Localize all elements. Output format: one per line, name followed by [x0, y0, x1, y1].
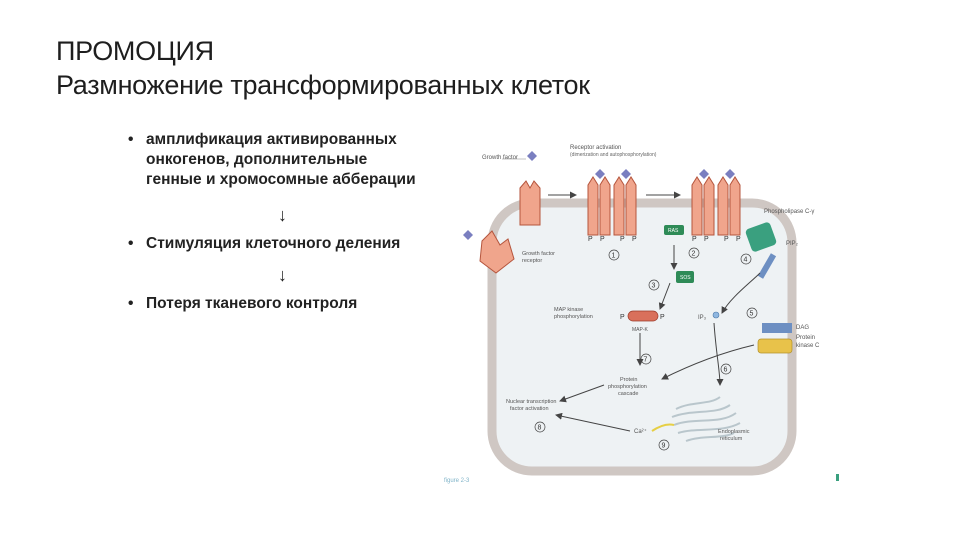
step-4: 4: [744, 257, 748, 264]
bullet-text-3: Потеря тканевого контроля: [146, 295, 358, 312]
pkc-label-2: kinase C: [796, 343, 820, 349]
figure-corner-mark: [836, 474, 839, 481]
ip3-icon: [712, 311, 720, 319]
er-label-1: Endoplasmic: [718, 429, 750, 435]
ras-icon: [664, 225, 684, 235]
arrow: [713, 322, 724, 386]
bullet-marker: •: [128, 235, 134, 252]
dag-label: DAG: [796, 325, 809, 331]
growth-factor-icon: [463, 230, 473, 240]
cell-membrane: [487, 198, 797, 476]
endoplasmic-reticulum-icon: [671, 396, 741, 442]
receptor-activation-sublabel: (dimerization and autophosphorylation): [570, 152, 657, 158]
figure-caption: figure 2-3: [444, 478, 470, 484]
dag-icon: [762, 323, 792, 333]
step-2: 2: [692, 251, 696, 258]
phospho-label: P: [632, 236, 637, 243]
down-arrow-2: ↓: [278, 265, 287, 285]
growth-factor-receptor-icon: [479, 230, 515, 274]
title-line-1: ПРОМОЦИЯ: [56, 36, 214, 66]
gf-receptor-label-2: receptor: [522, 258, 542, 264]
phospholipase-label: Phospholipase C-γ: [764, 209, 814, 215]
bullet-item-2: • Стимуляция клеточного деления: [126, 234, 426, 254]
growth-factor-icon: [527, 151, 537, 161]
map-kinase-label-2: phosphorylation: [554, 314, 593, 320]
phospho-label: P: [600, 236, 605, 243]
ip3-label: IP₃: [698, 315, 707, 321]
slide-title: ПРОМОЦИЯ Размножение трансформированных …: [56, 34, 590, 102]
bullet-text-2: Стимуляция клеточного деления: [146, 235, 401, 252]
protein-kinase-c-icon: [757, 338, 793, 354]
phospho-label: P: [736, 236, 741, 243]
map-kinase-icon: [627, 310, 659, 322]
arrow: [555, 412, 631, 432]
er-label-2: reticulum: [720, 436, 743, 442]
pkc-label-1: Protein: [796, 335, 815, 341]
phospho-label: P: [588, 236, 593, 243]
step-9: 9: [662, 443, 666, 450]
cascade-label-2: phosphorylation: [608, 384, 647, 390]
calcium-release-icon: [651, 423, 675, 432]
arrow: [658, 282, 671, 310]
bullet-marker: •: [128, 295, 134, 312]
ca-label: Ca²⁺: [634, 428, 647, 435]
signal-transduction-figure: Growth factor Receptor activation (dimer…: [430, 133, 842, 493]
step-1: 1: [612, 253, 616, 260]
bullet-text-1: амплификация активированных онкогенов, д…: [146, 131, 416, 188]
nuclear-label-1: Nuclear transcription: [506, 399, 556, 405]
cascade-label-3: cascade: [618, 391, 639, 397]
bullet-list: • амплификация активированных онкогенов,…: [126, 130, 426, 314]
gf-receptor-label-1: Growth factor: [522, 251, 555, 257]
phospho-label: P: [724, 236, 729, 243]
phospho-label: P: [660, 314, 665, 321]
phospho-label: P: [704, 236, 709, 243]
pip2-icon: [757, 253, 777, 279]
receptor-monomer-icon: [519, 180, 541, 226]
ras-label: RAS: [668, 228, 679, 234]
receptor-dimer-2: [691, 169, 741, 236]
pip2-label: PIP₂: [786, 241, 799, 247]
step-5: 5: [750, 311, 754, 318]
phospholipase-icon: [745, 222, 777, 252]
cascade-label-1: Protein: [620, 377, 637, 383]
sos-label: SOS: [680, 275, 691, 281]
growth-factor-label: Growth factor: [482, 155, 518, 161]
down-arrow-1: ↓: [278, 205, 287, 225]
bullet-item-1: • амплификация активированных онкогенов,…: [126, 130, 426, 190]
mapk-label: MAP-K: [632, 327, 649, 333]
map-kinase-label-1: MAP kinase: [554, 307, 583, 313]
step-markers: [534, 247, 758, 451]
bullet-item-3: • Потеря тканевого контроля: [126, 294, 426, 314]
phospho-label: P: [692, 236, 697, 243]
step-3: 3: [652, 283, 656, 290]
title-line-2: Размножение трансформированных клеток: [56, 70, 590, 100]
sos-icon: [676, 271, 694, 283]
step-8: 8: [538, 425, 542, 432]
phospho-label: P: [620, 236, 625, 243]
phospho-label: P: [620, 314, 625, 321]
arrow: [661, 344, 755, 380]
step-6: 6: [724, 367, 728, 374]
nuclear-label-2: factor activation: [510, 406, 549, 412]
arrow: [559, 384, 605, 403]
receptor-activation-label: Receptor activation: [570, 145, 621, 151]
receptor-dimer-1: [587, 169, 637, 236]
bullet-marker: •: [128, 131, 134, 148]
arrow: [721, 272, 761, 314]
step-7: 7: [644, 357, 648, 364]
